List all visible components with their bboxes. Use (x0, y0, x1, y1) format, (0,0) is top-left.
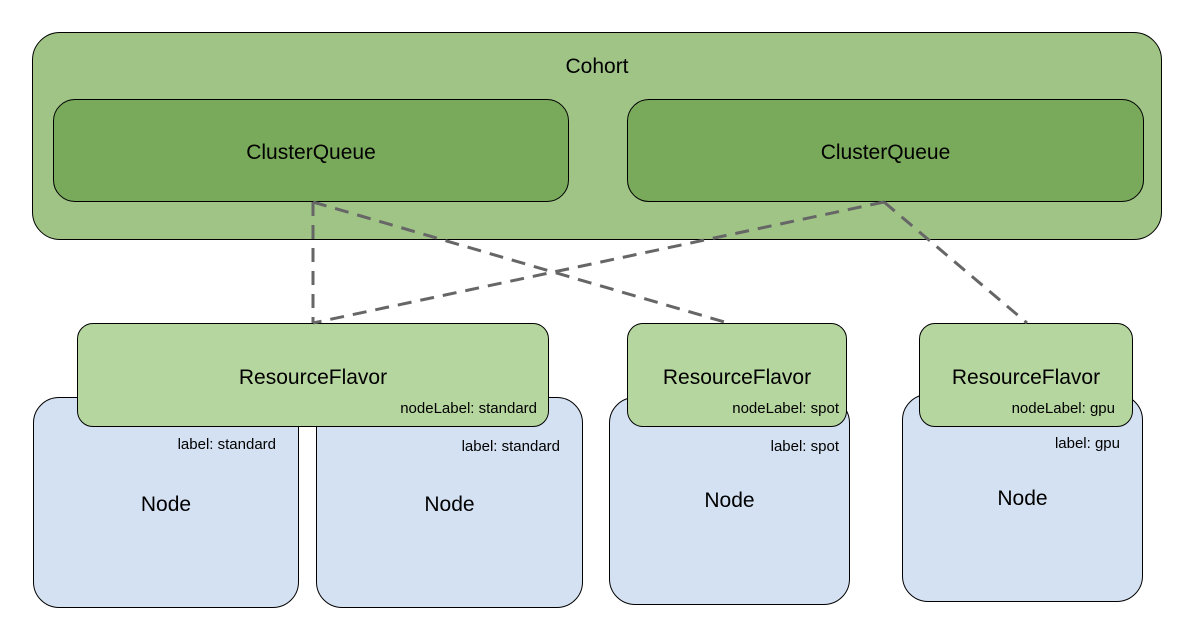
resource-flavor-node-label: nodeLabel: standard (400, 400, 537, 417)
node-name: Node (704, 489, 755, 512)
cohort-label: Cohort (565, 55, 629, 78)
resource-flavor-label: ResourceFlavor (238, 366, 388, 389)
cluster-queue-2: ClusterQueue (627, 99, 1144, 202)
node-name: Node (424, 493, 475, 516)
resource-flavor-2: ResourceFlavor nodeLabel: spot (627, 323, 847, 427)
node-3: label: spot Node (609, 397, 850, 605)
cluster-queue-label: ClusterQueue (820, 141, 951, 164)
resource-flavor-3: ResourceFlavor nodeLabel: gpu (919, 323, 1133, 427)
node-2: label: standard Node (316, 397, 583, 608)
node-1: label: standard Node (33, 397, 299, 608)
resource-flavor-node-label: nodeLabel: spot (732, 400, 839, 417)
resource-flavor-1: ResourceFlavor nodeLabel: standard (77, 323, 549, 427)
node-label: label: spot (770, 438, 839, 455)
node-4: label: gpu Node (902, 394, 1143, 602)
node-label: label: gpu (1054, 435, 1120, 452)
cluster-queue-label: ClusterQueue (246, 141, 376, 164)
resource-flavor-label: ResourceFlavor (662, 366, 812, 389)
node-name: Node (140, 493, 192, 516)
cluster-queue-1: ClusterQueue (53, 99, 569, 202)
resource-flavor-label: ResourceFlavor (951, 366, 1101, 389)
node-name: Node (997, 487, 1048, 510)
resource-flavor-node-label: nodeLabel: gpu (1011, 400, 1115, 417)
node-label: label: standard (177, 436, 276, 453)
node-label: label: standard (461, 438, 560, 455)
